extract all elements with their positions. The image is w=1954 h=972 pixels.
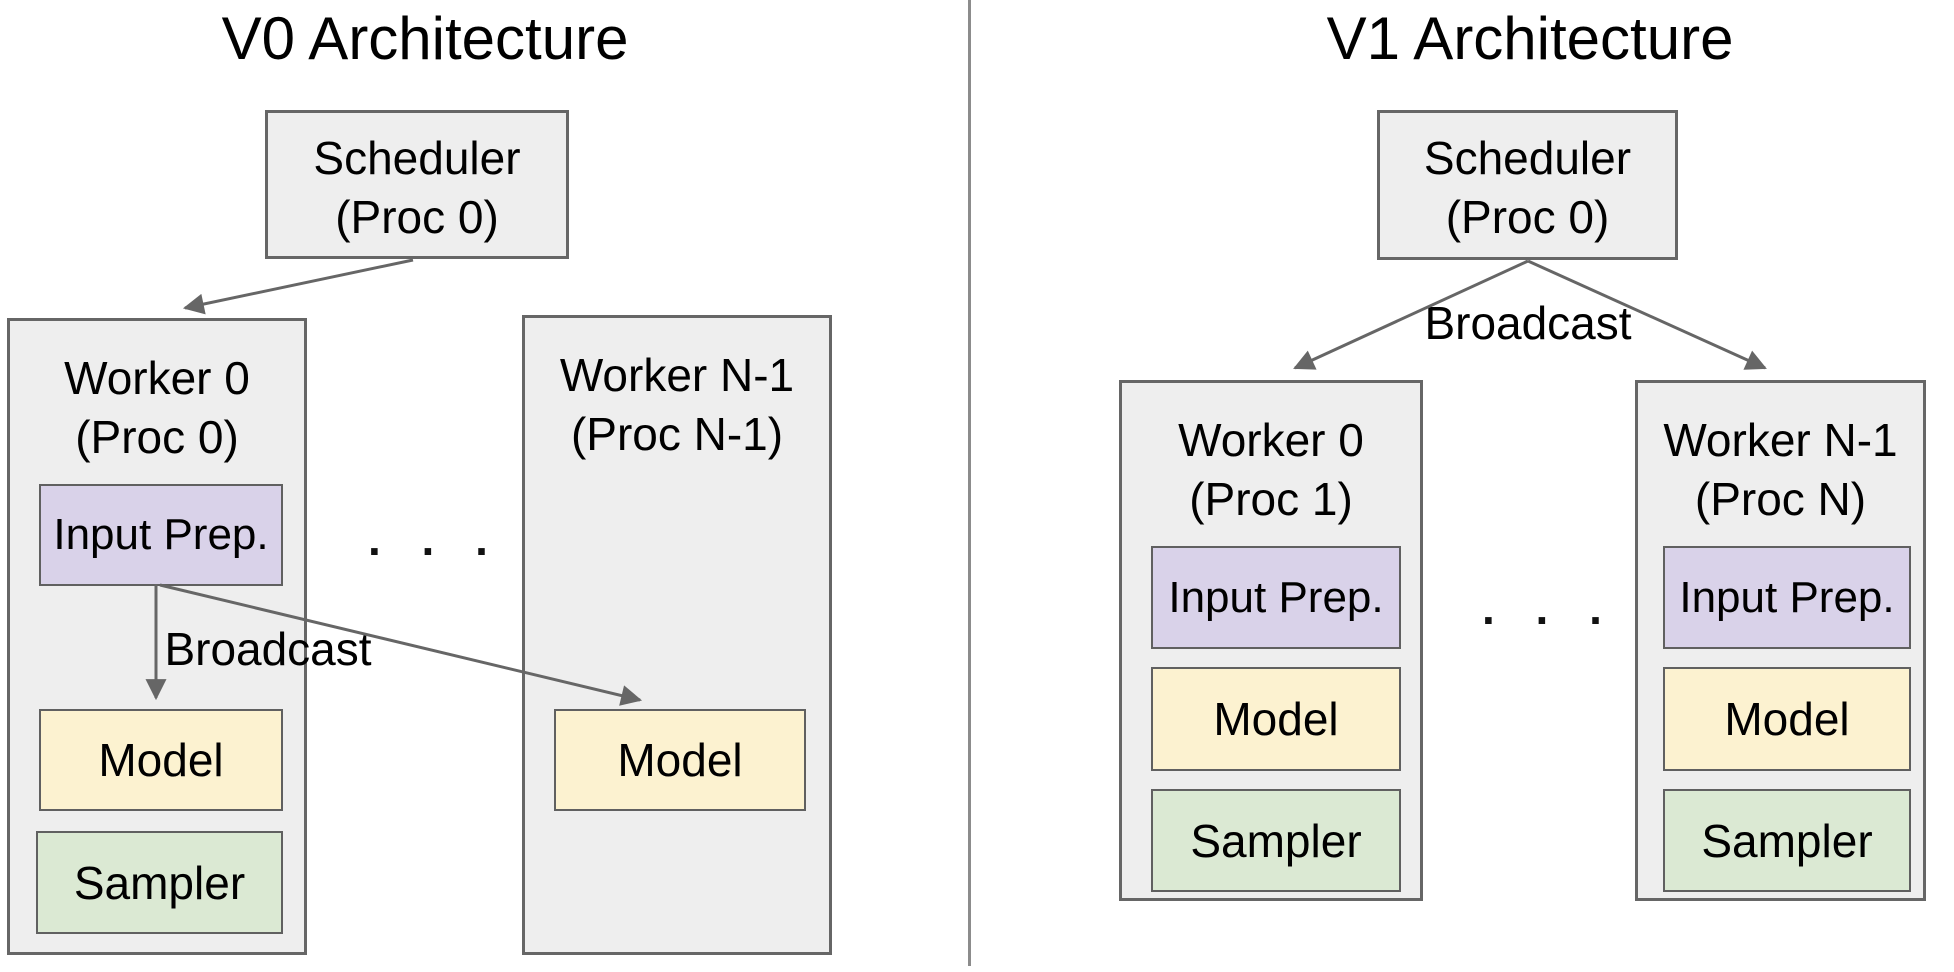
v1-worker0-input-prep-box: Input Prep. — [1151, 546, 1401, 649]
v0-worker0-model-box: Model — [39, 709, 283, 811]
v0-scheduler-to-worker0-arrow — [182, 258, 414, 315]
v1-worker0-sampler-box: Sampler — [1151, 789, 1401, 892]
v1-workerN-box: Worker N-1 (Proc N) Input Prep. Model Sa… — [1635, 380, 1926, 901]
v0-title: V0 Architecture — [221, 5, 629, 72]
v0-workerN-label: Worker N-1 (Proc N-1) — [559, 349, 795, 460]
v1-worker0-label: Worker 0 (Proc 1) — [1178, 414, 1364, 525]
v0-workerN-box: Worker N-1 (Proc N-1) Model — [522, 315, 832, 955]
panel-divider — [968, 0, 971, 966]
v0-workerN-model-box: Model — [554, 709, 806, 811]
v1-worker0-model-box: Model — [1151, 667, 1401, 771]
v1-workerN-input-prep-box: Input Prep. — [1663, 546, 1911, 649]
v0-ellipsis: . . . — [368, 513, 502, 565]
v0-scheduler-label: Scheduler (Proc 0) — [313, 132, 521, 243]
v0-worker0-label: Worker 0 (Proc 0) — [64, 352, 250, 463]
v0-worker0-sampler-box: Sampler — [36, 831, 283, 934]
v1-workerN-model-box: Model — [1663, 667, 1911, 771]
v0-scheduler-box: Scheduler (Proc 0) — [265, 110, 569, 259]
v1-workerN-sampler-box: Sampler — [1663, 789, 1911, 892]
v0-worker0-input-prep-box: Input Prep. — [39, 484, 283, 586]
v0-broadcast-label: Broadcast — [164, 623, 372, 675]
v1-broadcast-label: Broadcast — [1424, 297, 1632, 349]
v1-worker0-box: Worker 0 (Proc 1) Input Prep. Model Samp… — [1119, 380, 1423, 901]
v1-workerN-label: Worker N-1 (Proc N) — [1663, 414, 1898, 525]
v1-ellipsis: . . . — [1482, 582, 1616, 634]
v1-scheduler-label: Scheduler (Proc 0) — [1423, 132, 1632, 243]
v1-scheduler-box: Scheduler (Proc 0) — [1377, 110, 1678, 260]
v1-title: V1 Architecture — [1326, 5, 1734, 72]
